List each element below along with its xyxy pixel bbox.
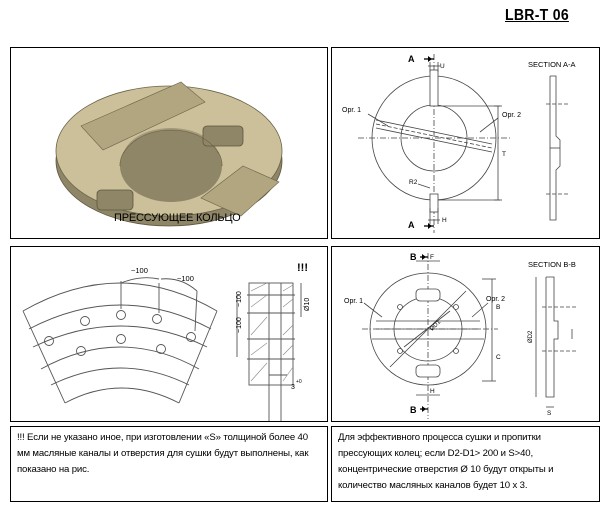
opr2-label-b: Opr. 2 <box>486 296 505 303</box>
dim-h-b: H <box>430 388 435 395</box>
dim-r2: R2 <box>409 179 418 186</box>
spacing-label-2: ~100 <box>177 274 194 283</box>
section-a-title: SECTION A-A <box>528 60 576 69</box>
spacing-label-1: ~100 <box>131 266 148 275</box>
note-right: Для эффективного процесса сушки и пропит… <box>331 426 600 502</box>
holes-detail-drawing: ~100 ~100 !!! ~100 ~100 Ø10 3 +0 <box>22 262 311 421</box>
dim-v2: ~100 <box>236 317 243 333</box>
dim-t: T <box>502 151 506 158</box>
ring-3d-panel: ПРЕССУЮЩЕЕ КОЛЬЦО <box>10 47 328 239</box>
dim-u: U <box>440 63 445 70</box>
attention-mark: !!! <box>297 262 308 274</box>
section-a-drawing: A A SECTION A-A Opr. 1 Opr. 2 U T R2 H <box>342 54 576 233</box>
cut-label-b-top: B <box>410 252 417 262</box>
ring-caption: ПРЕССУЮЩЕЕ КОЛЬЦО <box>114 212 241 224</box>
note-left: !!! Если не указано иное, при изготовлен… <box>10 426 328 502</box>
dim-v1: ~100 <box>236 291 243 307</box>
dim-c: C <box>496 354 501 361</box>
section-b-title: SECTION B-B <box>528 260 576 269</box>
opr1-label-b: Opr. 1 <box>344 298 363 305</box>
dim-depth: 3 <box>291 384 295 391</box>
section-b-drawing: B B SECTION B-B Opr. 1 Opr. 2 F H ØD1 ØD… <box>344 252 576 419</box>
opr2-label: Opr. 2 <box>502 112 521 119</box>
document-code: LBR-T 06 <box>505 7 569 24</box>
section-a-panel: A A SECTION A-A Opr. 1 Opr. 2 U T R2 H <box>331 47 600 239</box>
holes-detail-panel: ~100 ~100 !!! ~100 ~100 Ø10 3 +0 <box>10 246 328 422</box>
dim-diameter: Ø10 <box>304 298 311 311</box>
dim-d2: ØD2 <box>528 330 534 343</box>
cut-label-a-bottom: A <box>408 220 415 230</box>
pressing-ring-illustration <box>55 81 283 227</box>
dim-f: F <box>430 254 434 261</box>
cut-label-a-top: A <box>408 54 415 64</box>
dim-b: B <box>496 304 500 311</box>
dim-s: S <box>547 410 552 417</box>
section-b-panel: B B SECTION B-B Opr. 1 Opr. 2 F H ØD1 ØD… <box>331 246 600 422</box>
opr1-label: Opr. 1 <box>342 107 361 114</box>
dim-depth-tol: +0 <box>296 379 302 385</box>
cut-label-b-bottom: B <box>410 405 417 415</box>
dim-h: H <box>442 217 447 224</box>
